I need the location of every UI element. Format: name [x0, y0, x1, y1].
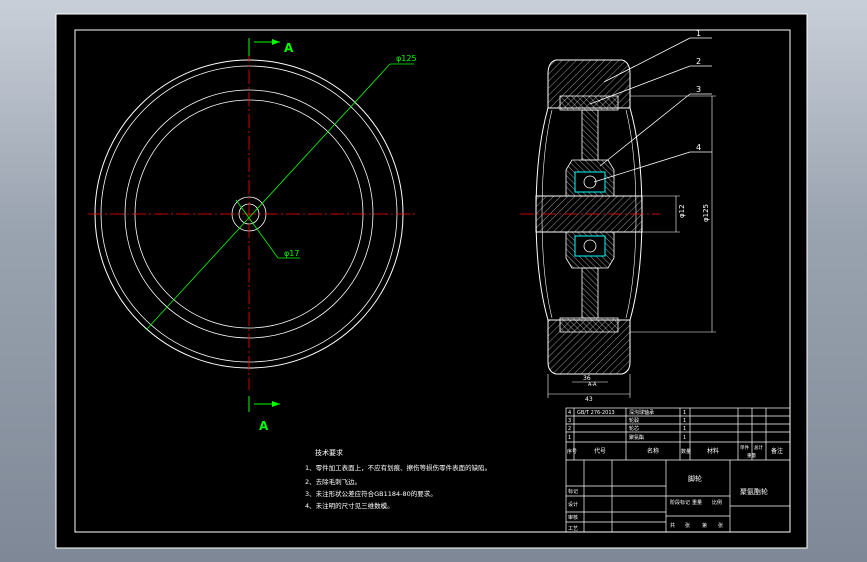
web-bottom: [581, 267, 599, 319]
dim-text-hub-width: 36: [583, 375, 591, 382]
bom-4-no: 4: [568, 410, 571, 416]
dim-text-outer: φ125: [702, 204, 710, 222]
technical-notes[interactable]: 技术要求 1、零件加工表面上，不应有划痕、擦伤等损伤零件表面的缺陷。 2、去除毛…: [305, 448, 491, 510]
balloon-1: 1: [696, 29, 701, 38]
stage-mark: 阶段标记: [670, 499, 690, 506]
title-block-text: 4 GB/T 276-2013 深沟球轴承 1 3 轮毂 1 2 轮芯 1 1 …: [567, 409, 783, 532]
tech-notes-title: 技术要求: [315, 448, 343, 457]
sheet-total-unit: 张: [685, 522, 690, 529]
tire-section-bottom: [547, 319, 631, 375]
bom-4-qty: 1: [683, 410, 686, 416]
row-label-review: 审核: [568, 514, 578, 521]
sheet-no-unit: 张: [718, 522, 723, 529]
bom-2-no: 2: [568, 426, 571, 432]
drawing-sheet: [55, 13, 808, 549]
leader-4: [593, 151, 691, 183]
leader-1: [603, 37, 691, 83]
section-arrowhead-bottom: [272, 401, 280, 407]
title-block-frame: [565, 407, 791, 533]
section-arrowhead-top: [272, 39, 280, 45]
dim-line-outer-diameter: [145, 63, 391, 331]
header-code: 代号: [594, 447, 606, 455]
tech-note-3: 3、未注形状公差应符合GB1184-80的要求。: [305, 489, 437, 498]
section-label-top: A: [284, 41, 294, 55]
center-label: 脚轮: [688, 474, 702, 483]
leader-2: [589, 65, 691, 105]
dim-text-bore: φ12: [678, 204, 686, 218]
row-label-mark: 标记: [568, 488, 578, 495]
tech-note-2: 2、去除毛刺飞边。: [305, 477, 361, 486]
web-top: [581, 109, 599, 161]
bom-2-qty: 1: [683, 426, 686, 432]
bom-1-no: 1: [568, 435, 571, 441]
balloon-4: 4: [696, 143, 701, 152]
leader-3: [599, 93, 691, 167]
bom-3-qty: 1: [683, 418, 686, 424]
bom-3-name: 轮毂: [629, 417, 639, 424]
drawing-title: 聚氨酯轮: [740, 487, 768, 496]
header-material: 材料: [707, 447, 719, 455]
rim-flange-bottom: [559, 317, 619, 333]
header-weight: 重量: [747, 452, 756, 459]
section-note: A-A: [588, 382, 597, 388]
bearing-ball-bottom: [583, 239, 597, 253]
header-name: 名称: [647, 447, 659, 455]
header-no: 序号: [567, 448, 577, 455]
tech-note-4: 4、未注明的尺寸见三维数模。: [305, 501, 394, 510]
balloon-3: 3: [696, 85, 701, 94]
dim-text-hub-diameter: φ17: [284, 249, 299, 258]
bom-3-no: 3: [568, 418, 571, 424]
bom-2-name: 轮芯: [629, 425, 639, 432]
header-unit-weight: 单件: [740, 444, 749, 451]
bom-4-code: GB/T 276-2013: [577, 410, 615, 416]
rim-flange-top: [559, 95, 619, 111]
bom-1-name: 聚氨酯: [629, 434, 644, 441]
bearing-top: [574, 171, 606, 193]
title-block[interactable]: [565, 407, 791, 533]
row-label-process: 工艺: [568, 526, 578, 532]
header-total-weight: 总计: [754, 444, 763, 451]
sheet-no-label: 第: [702, 522, 707, 529]
header-remark: 备注: [771, 447, 783, 455]
bearing-ball-top: [583, 175, 597, 189]
balloon-2: 2: [696, 57, 701, 66]
bom-4-name: 深沟球轴承: [629, 409, 654, 416]
dim-line-hub-diameter: [235, 199, 279, 259]
stage-weight: 重量: [692, 499, 702, 506]
dim-text-outer-diameter: φ125: [396, 54, 417, 63]
sheet-total-label: 共: [670, 522, 675, 529]
stage-scale: 比例: [712, 499, 722, 506]
dim-text-width: 43: [585, 396, 593, 403]
inner-frame: [74, 29, 791, 533]
section-label-bottom: A: [259, 419, 269, 433]
bom-1-qty: 1: [683, 435, 686, 441]
section-view[interactable]: 1 2 3 4 φ12 φ125 36 A-A 43: [520, 29, 716, 403]
front-view[interactable]: A A φ125 φ17: [88, 38, 417, 433]
tech-note-1: 1、零件加工表面上，不应有划痕、擦伤等损伤零件表面的缺陷。: [305, 463, 491, 472]
bearing-bottom: [574, 235, 606, 257]
row-label-design: 设计: [568, 501, 578, 508]
header-qty: 数量: [681, 448, 691, 455]
